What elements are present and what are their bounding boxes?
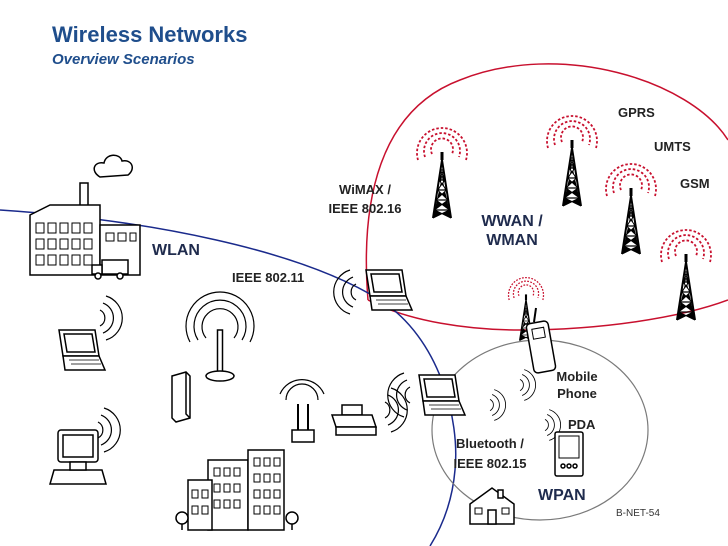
desktop-icon: [49, 429, 107, 485]
truck-icon: [91, 259, 129, 280]
tower-icon: [660, 229, 712, 321]
wwan-label: WWAN / WMAN: [481, 213, 543, 249]
page-subtitle: Overview Scenarios: [52, 51, 195, 68]
gprs-label: GPRS: [618, 105, 655, 120]
umts-label: UMTS: [654, 139, 691, 154]
bluetooth-signal-icon: [489, 389, 507, 421]
access-point-icon: [279, 378, 325, 443]
pda-label: PDA: [568, 417, 596, 432]
wpan-label: WPAN: [538, 487, 586, 504]
slide-code: B-NET-54: [616, 508, 660, 519]
printer-icon: [330, 404, 378, 436]
wlan-label: WLAN: [152, 242, 200, 259]
factory-icon: [29, 154, 141, 276]
access-point-icon: [185, 291, 255, 382]
wwan-boundary: [365, 63, 728, 301]
mobile-phone-icon: [525, 307, 557, 374]
house-icon: [469, 487, 515, 525]
tower-icon: [546, 115, 598, 207]
laptop-icon: [418, 374, 466, 416]
ieee-80211-label: IEEE 802.11: [232, 270, 305, 285]
city-buildings-icon: [175, 449, 299, 531]
gsm-label: GSM: [680, 176, 710, 191]
wimax-label: WiMAX / IEEE 802.16: [328, 182, 402, 216]
bluetooth-signal-icon: [519, 369, 537, 401]
access-point-icon: [171, 371, 191, 423]
mobile-phone-label: Mobile Phone: [556, 369, 598, 401]
pda-icon: [554, 431, 584, 477]
laptop-icon: [58, 329, 106, 371]
tower-icon: [605, 163, 657, 255]
page-title: Wireless Networks: [52, 22, 248, 47]
wlan-boundary: [0, 209, 457, 546]
tower-icon: [416, 127, 468, 219]
bluetooth-label: Bluetooth / IEEE 802.15: [453, 436, 527, 471]
laptop-icon: [365, 269, 413, 311]
